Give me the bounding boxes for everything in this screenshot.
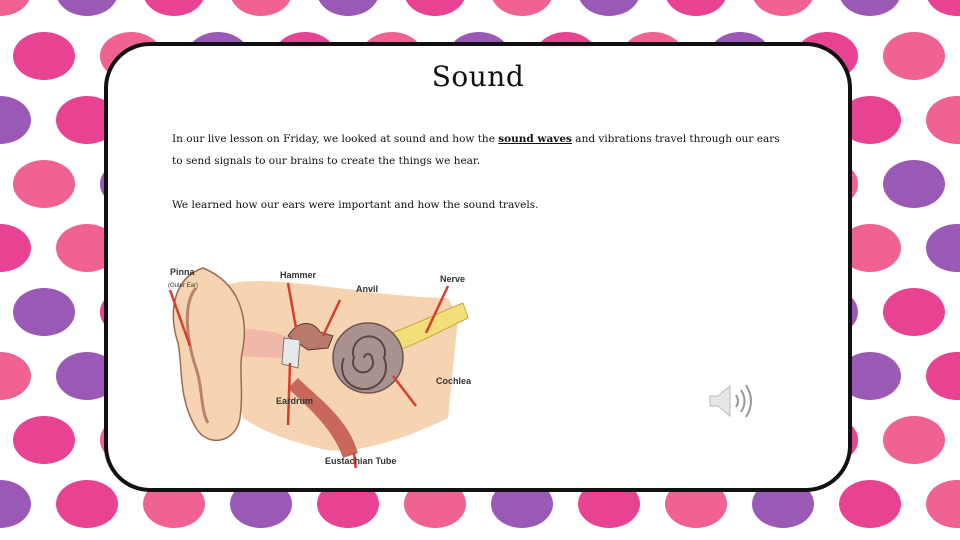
background-dot: [405, 0, 465, 16]
nerve-shape: [377, 302, 469, 355]
eustachian-tube-shape: [288, 378, 358, 458]
background-dot: [665, 480, 727, 528]
speaker-wave-small: [735, 394, 739, 408]
background-dot: [927, 0, 960, 16]
label-eustachian-tube: Eustachian Tube: [325, 456, 396, 466]
background-dot: [13, 288, 75, 336]
background-dot: [13, 416, 75, 464]
background-dot: [883, 32, 945, 80]
background-dot: [926, 96, 960, 144]
background-dot: [56, 480, 118, 528]
background-dot: [883, 288, 945, 336]
background-dot: [318, 0, 378, 16]
background-dot: [492, 0, 552, 16]
slide-title: Sound: [431, 60, 525, 93]
background-dot: [0, 0, 30, 16]
background-dot: [578, 480, 640, 528]
label-nerve: Nerve: [440, 274, 465, 284]
background-dot: [0, 224, 31, 272]
background-dot: [491, 480, 553, 528]
background-dot: [317, 480, 379, 528]
pinna-shape: [172, 267, 246, 442]
speaker-wave-medium: [740, 389, 746, 413]
background-dot: [883, 160, 945, 208]
cochlea-leader-line: [392, 375, 417, 407]
background-dot: [57, 0, 117, 16]
label-leader-lines: [168, 282, 450, 468]
label-hammer: Hammer: [280, 270, 317, 280]
background-dot: [752, 480, 814, 528]
background-dot: [0, 352, 31, 400]
background-dot: [230, 480, 292, 528]
paragraph-lesson-summary: In our live lesson on Friday, we looked …: [172, 128, 792, 172]
background-dot: [56, 352, 118, 400]
background-dot: [404, 480, 466, 528]
background-dot: [926, 480, 960, 528]
background-dot: [839, 352, 901, 400]
background-dot: [143, 480, 205, 528]
background-dot: [144, 0, 204, 16]
paragraph-text-end: and vibrations travel through our ears t…: [172, 133, 780, 167]
cochlea-spiral: [341, 335, 387, 391]
background-dot: [0, 96, 31, 144]
eustachian-leader-line: [352, 452, 357, 468]
background-dot: [839, 480, 901, 528]
background-dot: [839, 96, 901, 144]
background-dot: [56, 224, 118, 272]
background-dot: [13, 160, 75, 208]
sound-waves-emphasis: sound waves: [498, 133, 572, 145]
background-dot: [231, 0, 291, 16]
label-cochlea: Cochlea: [436, 376, 472, 386]
background-dot: [926, 352, 960, 400]
hammer-leader-line: [286, 282, 298, 329]
anvil-leader-line: [321, 299, 342, 337]
paragraph-ear-importance: We learned how our ears were important a…: [172, 199, 539, 211]
pinna-fold: [185, 287, 210, 424]
speaker-icon[interactable]: [706, 378, 758, 424]
background-dot: [753, 0, 813, 16]
background-dot: [840, 0, 900, 16]
eardrum-shape: [281, 337, 301, 369]
paragraph-text-start: In our live lesson on Friday, we looked …: [172, 133, 499, 145]
background-dot: [0, 480, 31, 528]
nerve-leader-line: [424, 285, 450, 334]
eardrum-leader-line: [286, 362, 292, 426]
background-dot: [666, 0, 726, 16]
label-eardrum: Eardrum: [276, 396, 313, 406]
ear-diagram: Pinna (Outer Ear) Hammer Anvil Nerve Coc…: [168, 267, 472, 468]
speaker-wave-large: [745, 384, 752, 418]
background-dot: [839, 224, 901, 272]
background-dot: [56, 96, 118, 144]
slide-card: Sound In our live lesson on Friday, we l…: [104, 42, 852, 492]
label-anvil: Anvil: [356, 284, 378, 294]
background-dot: [579, 0, 639, 16]
background-dot: [926, 224, 960, 272]
speaker-body: [709, 384, 731, 418]
label-outer-ear: (Outer Ear): [168, 283, 198, 289]
label-pinna: Pinna: [170, 267, 195, 277]
background-dot: [13, 32, 75, 80]
background-dot: [883, 416, 945, 464]
pinna-leader-line: [168, 289, 192, 347]
